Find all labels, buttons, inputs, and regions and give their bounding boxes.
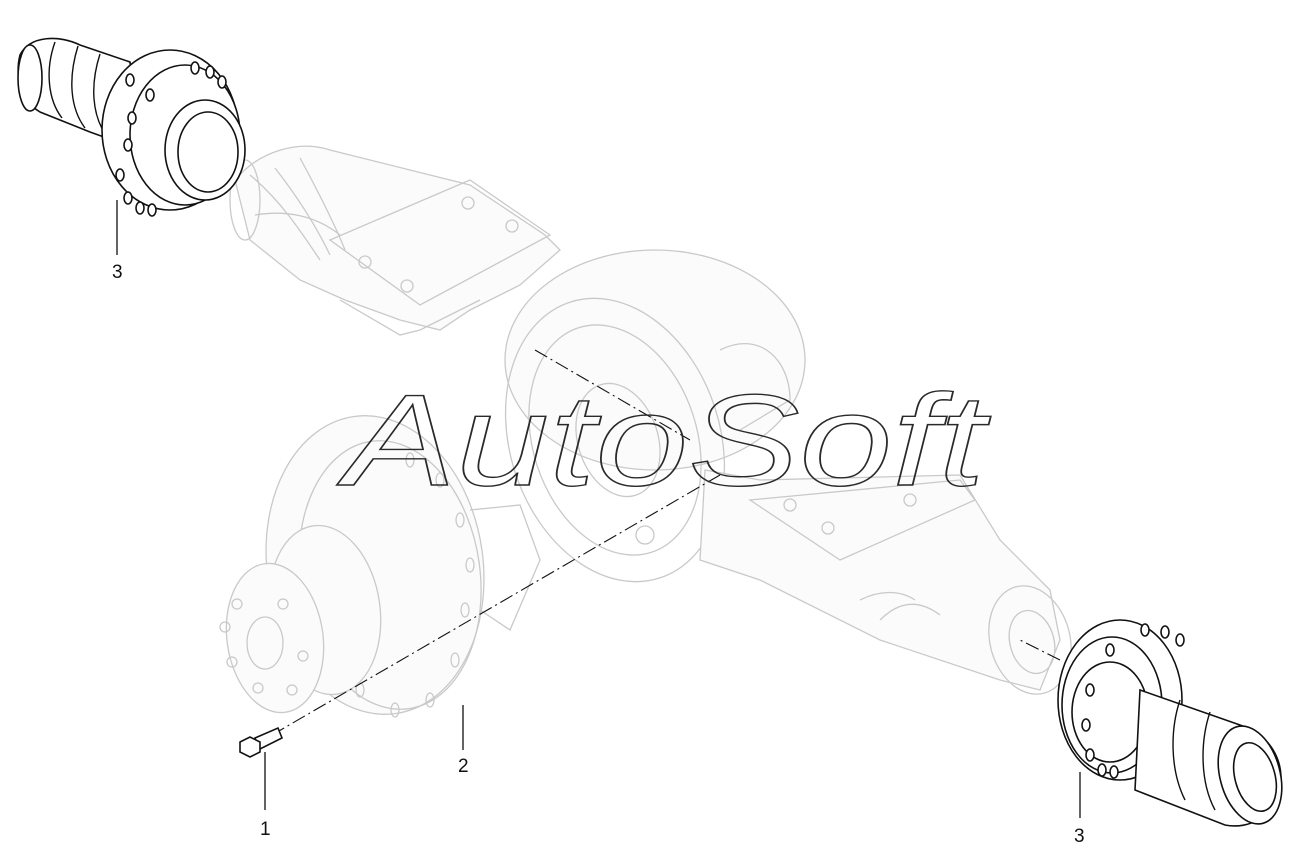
hub-axis-line-right [1019, 639, 1061, 661]
callout-number-hub-right: 3 [1074, 826, 1085, 847]
bolt [239, 726, 284, 758]
callout-number-hub-left: 3 [112, 262, 123, 283]
axle-housing-ghost [229, 145, 1072, 695]
callout-number-wheel-hub: 2 [458, 756, 469, 777]
assembly-axis-line [271, 474, 721, 736]
hub-left [17, 37, 246, 217]
watermark-text: AutoSoft [336, 367, 991, 513]
hub-right [1057, 619, 1283, 827]
diff-axis-line [534, 349, 691, 441]
wheel-end-assembly-ghost [219, 415, 541, 718]
callout-number-bolt: 1 [260, 819, 271, 840]
